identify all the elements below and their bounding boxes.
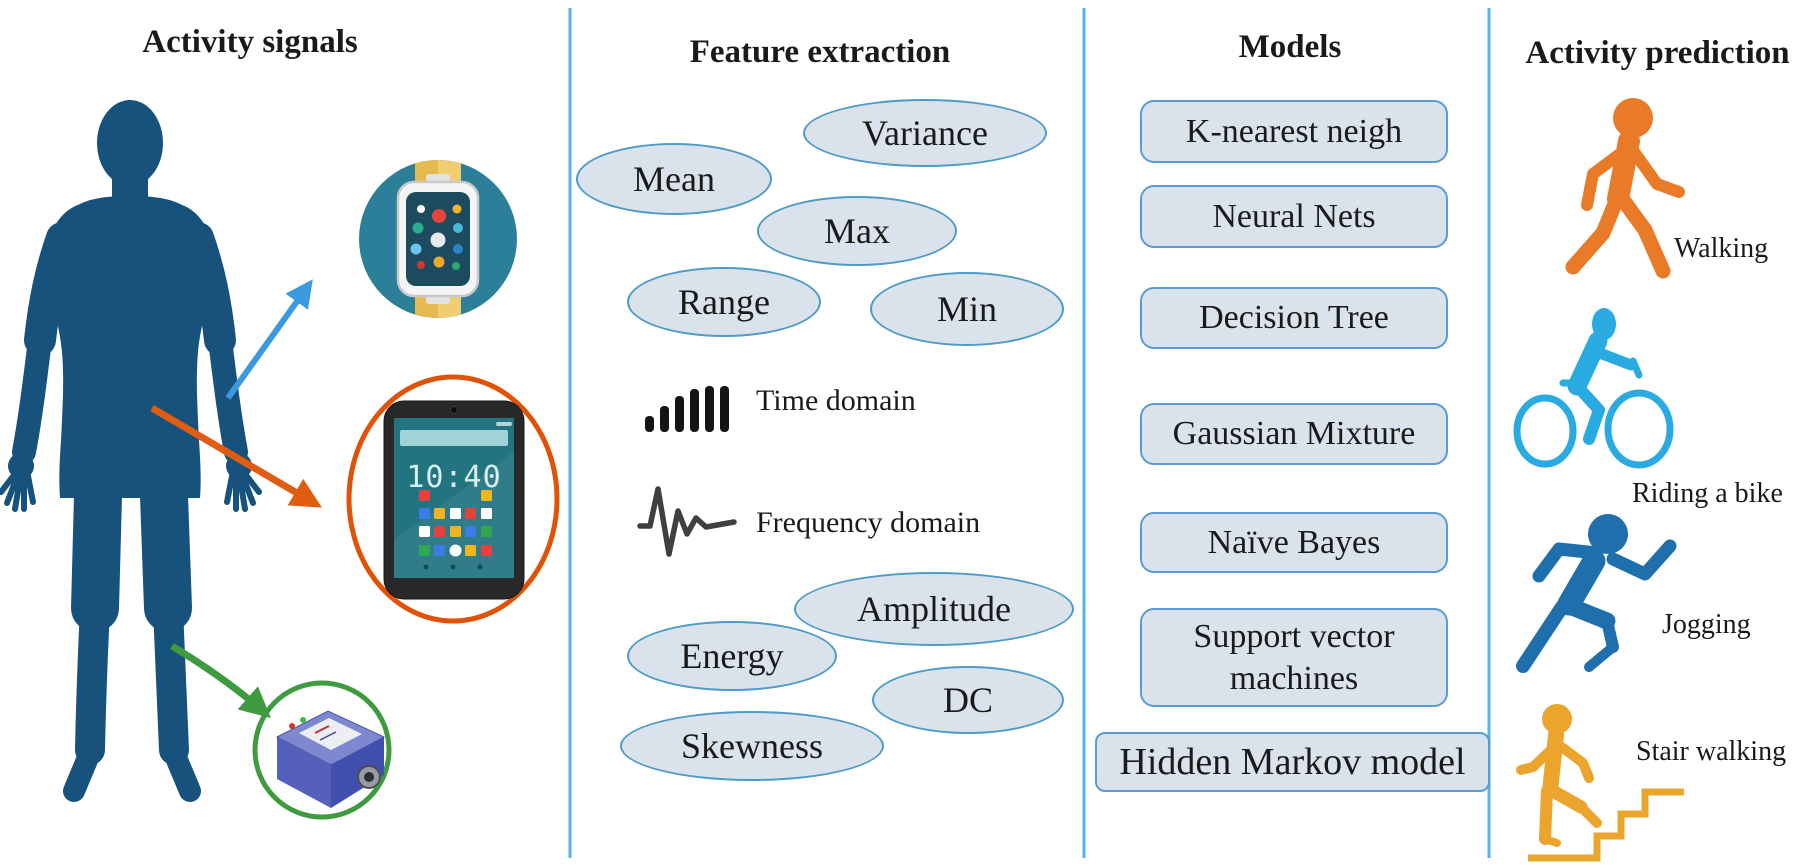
feature-ellipse-min: Min [870,272,1064,346]
model-box-neural-nets: Neural Nets [1140,185,1448,248]
column-title-activity-signals: Activity signals [142,24,358,60]
feature-ellipse-skewness: Skewness [620,711,884,781]
model-box-hmm: Hidden Markov model [1095,732,1490,792]
model-box-naive-bayes: Naïve Bayes [1140,512,1448,573]
feature-ellipse-max: Max [757,196,957,266]
model-box-svm: Support vector machines [1140,608,1448,707]
frequency-domain-label: Frequency domain [756,506,981,539]
model-box-gaussian-mixture: Gaussian Mixture [1140,403,1448,465]
watch-app-dots [410,204,463,270]
feature-ellipse-amplitude: Amplitude [794,572,1074,646]
waveform-icon [637,486,737,557]
feature-ellipse-dc: DC [872,666,1064,734]
column-title-activity-prediction: Activity prediction [1525,35,1790,71]
stair-climber-icon [1516,704,1684,862]
jogger-icon [1516,514,1677,673]
riding-a-bike-label: Riding a bike [1632,478,1783,509]
column-title-feature-extraction: Feature extraction [689,34,951,70]
walking-person-icon [1565,98,1685,279]
column-dividers [568,8,1491,858]
phone-nav-dots [423,564,483,570]
phone-clock: 10:40 [406,460,501,495]
cyclist-icon [1513,308,1674,469]
accelerometer-sensor-icon [252,680,392,820]
model-box-decision-tree: Decision Tree [1140,287,1448,349]
jogging-label: Jogging [1662,609,1751,640]
smartwatch-icon [359,160,517,318]
feature-ellipse-range: Range [627,267,821,337]
stairs-icon [1528,788,1684,862]
walking-label: Walking [1674,233,1769,264]
feature-ellipse-variance: Variance [803,99,1047,167]
phone-app-grid [419,490,492,557]
time-domain-label: Time domain [756,384,916,417]
arrow-to-smartphone [150,404,322,508]
stair-walking-label: Stair walking [1636,736,1787,767]
signal-bars-icon [645,386,729,432]
feature-ellipse-mean: Mean [576,143,772,215]
column-title-models: Models [1238,29,1342,65]
human-body-silhouette [0,100,262,802]
arrow-to-sensor [170,643,271,719]
feature-ellipse-energy: Energy [627,621,837,691]
model-box-knn: K-nearest neigh [1140,100,1448,163]
arrow-to-smartwatch [225,279,313,400]
smartphone-icon: 10:40 [346,374,560,624]
signal-arrows [150,279,322,719]
